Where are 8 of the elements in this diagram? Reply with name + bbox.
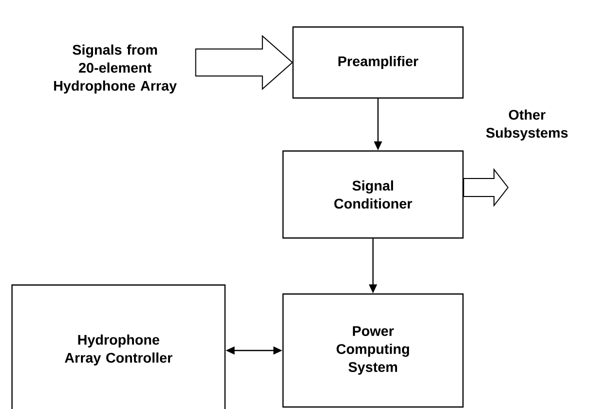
source-label: Signals from 20-element Hydrophone Array <box>54 44 177 94</box>
block-arrow <box>195 34 294 90</box>
process-box: Hydrophone Array Controller <box>11 284 226 409</box>
block-arrow <box>463 168 509 207</box>
process-box: Power Computing System <box>282 293 464 408</box>
process-box: Signal Conditioner <box>282 150 464 239</box>
destination-label: Other Subsystems <box>486 109 568 141</box>
process-box: Preamplifier <box>292 26 464 99</box>
